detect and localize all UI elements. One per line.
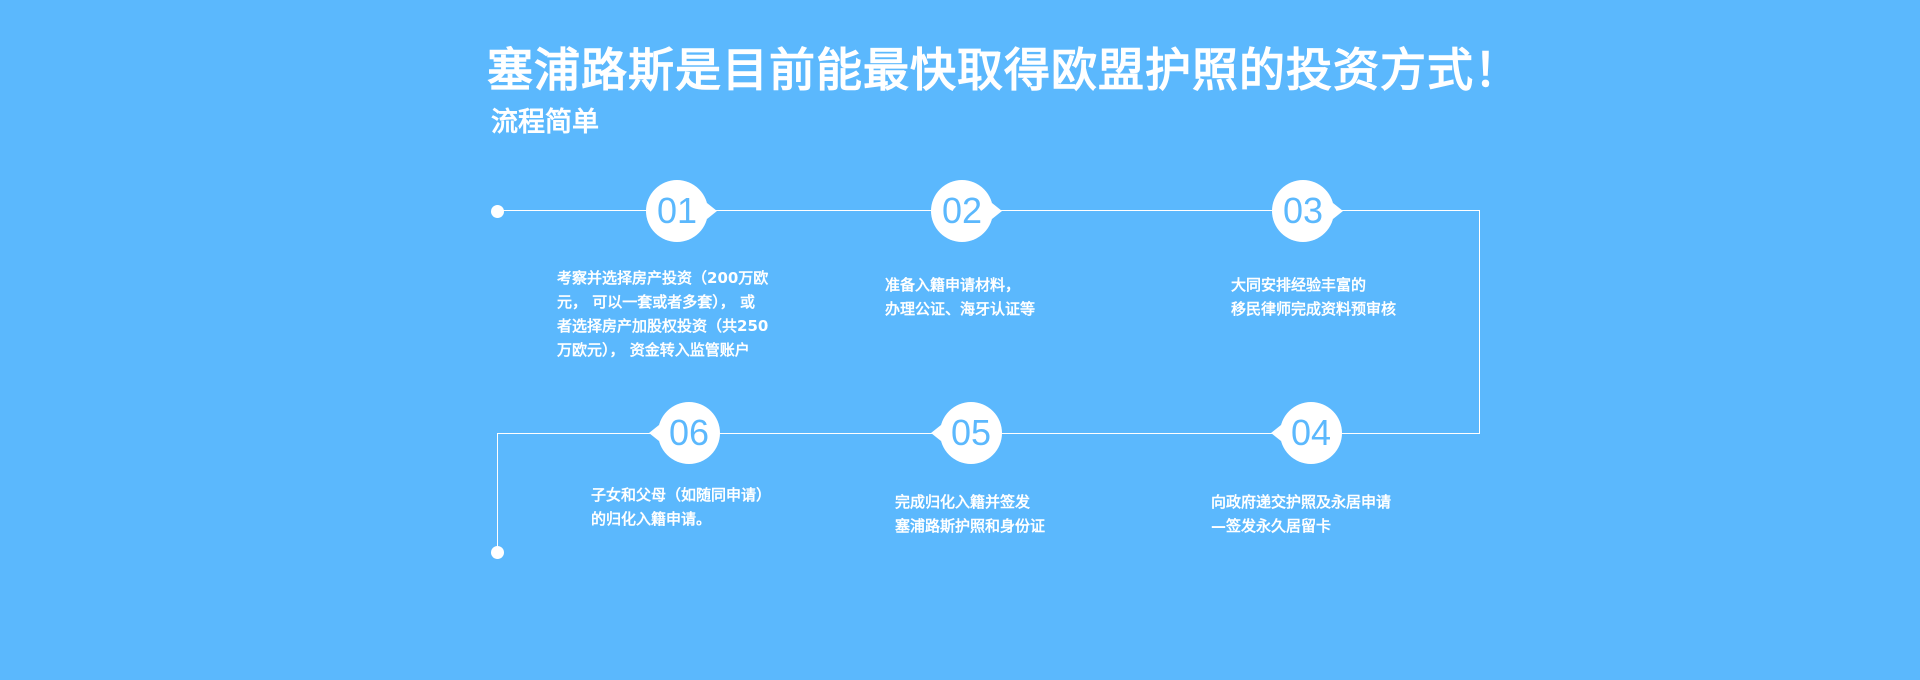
page-title: 塞浦路斯是目前能最快取得欧盟护照的投资方式！ (487, 43, 1521, 97)
desc-line: 子女和父母（如随同申请） (591, 486, 772, 504)
desc-line: 元， 可以一套或者多套）， 或 (557, 293, 755, 311)
step-03-description: 大同安排经验丰富的 移民律师完成资料预审核 (1231, 273, 1396, 321)
step-06-badge: 06 (649, 402, 720, 464)
step-01-badge: 01 (646, 180, 717, 242)
desc-line: 向政府递交护照及永居申请 (1211, 493, 1392, 511)
step-04-badge: 04 (1271, 402, 1342, 464)
timeline-end-dot (491, 546, 504, 559)
desc-line: 办理公证、海牙认证等 (885, 300, 1036, 318)
timeline-right-line (1479, 210, 1480, 434)
step-01-description: 考察并选择房产投资（200万欧 元， 可以一套或者多套）， 或 者选择房产加股权… (557, 266, 768, 362)
desc-line: 者选择房产加股权投资（共250 (557, 317, 769, 335)
desc-line: 完成归化入籍并签发 (895, 493, 1031, 511)
step-06-description: 子女和父母（如随同申请） 的归化入籍申请。 (591, 483, 771, 531)
desc-line: 准备入籍申请材料， (885, 276, 1021, 294)
desc-line: 万欧元）， 资金转入监管账户 (557, 341, 750, 359)
step-04-description: 向政府递交护照及永居申请 —签发永久居留卡 (1211, 490, 1391, 538)
desc-line: —签发永久居留卡 (1211, 517, 1332, 535)
desc-line: 大同安排经验丰富的 (1231, 276, 1367, 294)
step-05-badge: 05 (931, 402, 1002, 464)
desc-line: 考察并选择房产投资（200万欧 (557, 269, 769, 287)
timeline-start-dot (491, 205, 504, 218)
desc-line: 移民律师完成资料预审核 (1231, 300, 1397, 318)
step-05-description: 完成归化入籍并签发 塞浦路斯护照和身份证 (895, 490, 1045, 538)
section-subtitle: 流程简单 (491, 107, 599, 138)
step-03-badge: 03 (1272, 180, 1343, 242)
timeline-left-line (497, 433, 498, 552)
step-02-badge: 02 (931, 180, 1002, 242)
step-02-description: 准备入籍申请材料， 办理公证、海牙认证等 (885, 273, 1035, 321)
desc-line: 塞浦路斯护照和身份证 (895, 517, 1046, 535)
desc-line: 的归化入籍申请。 (591, 510, 712, 528)
